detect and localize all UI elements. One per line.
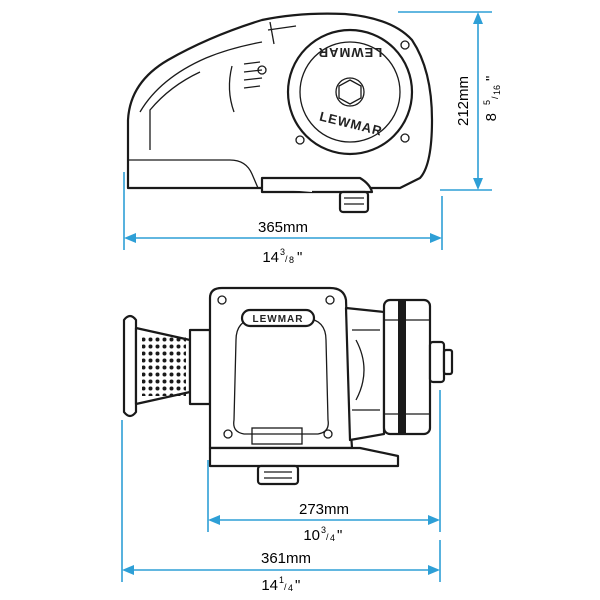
shaft-stub-front: [256, 464, 300, 486]
width-inner-imperial-whole: 10: [303, 527, 320, 544]
width-top-imperial-whole: 14: [262, 249, 279, 266]
width-dimension-overall: 361mm 14 1 / 4 ": [121, 420, 441, 594]
top-side-view: LEWMAR LEWMAR: [126, 12, 434, 214]
width-inner-imperial-den: 4: [330, 533, 335, 543]
height-imperial-whole: 8: [483, 113, 500, 121]
windlass-housing-front: [208, 286, 354, 450]
width-dimension-top: 365mm 14 3 / 8 ": [123, 172, 443, 266]
hex-nut-icon: [338, 79, 362, 105]
height-dimension: 212mm 8 5 / 16 ": [398, 11, 502, 191]
base-plate: [208, 446, 400, 468]
width-overall-imperial-den: 4: [288, 583, 293, 593]
width-overall-imperial-whole: 14: [261, 577, 278, 594]
width-overall-imperial-quote: ": [295, 577, 300, 594]
height-metric-label: 212mm: [455, 76, 472, 126]
front-brand-label: LEWMAR: [253, 314, 304, 325]
height-imperial-quote: ": [483, 76, 500, 81]
width-overall-imperial-slash: /: [284, 582, 287, 592]
width-dimension-inner: 273mm 10 3 / 4 ": [207, 390, 441, 544]
width-top-imperial-slash: /: [285, 254, 288, 264]
front-view: LEWMAR: [122, 286, 454, 486]
width-top-metric-label: 365mm: [258, 219, 308, 236]
shaft-stub: [338, 190, 370, 214]
brand-plate: [240, 308, 316, 328]
label-box: [251, 427, 303, 445]
gearbox-cylinder: [382, 298, 454, 436]
width-inner-imperial-num: 3: [321, 525, 326, 535]
width-top-imperial-quote: ": [297, 249, 302, 266]
brand-label-top: LEWMAR: [318, 45, 383, 60]
gypsy-drum: [257, 28, 414, 156]
width-inner-imperial-slash: /: [326, 532, 329, 542]
vent-slots: [228, 61, 263, 113]
capstan-drum: [122, 314, 212, 418]
width-inner-metric-label: 273mm: [299, 501, 349, 518]
width-top-imperial-den: 8: [289, 255, 294, 265]
width-overall-imperial-num: 1: [279, 575, 284, 585]
base-foot: [260, 176, 374, 194]
width-top-imperial-num: 3: [280, 247, 285, 257]
height-imperial-num: 5: [482, 100, 492, 105]
height-imperial-slash: /: [490, 96, 500, 99]
width-inner-imperial-quote: ": [337, 527, 342, 544]
width-overall-metric-label: 361mm: [261, 550, 311, 567]
height-imperial-den: 16: [492, 85, 502, 95]
